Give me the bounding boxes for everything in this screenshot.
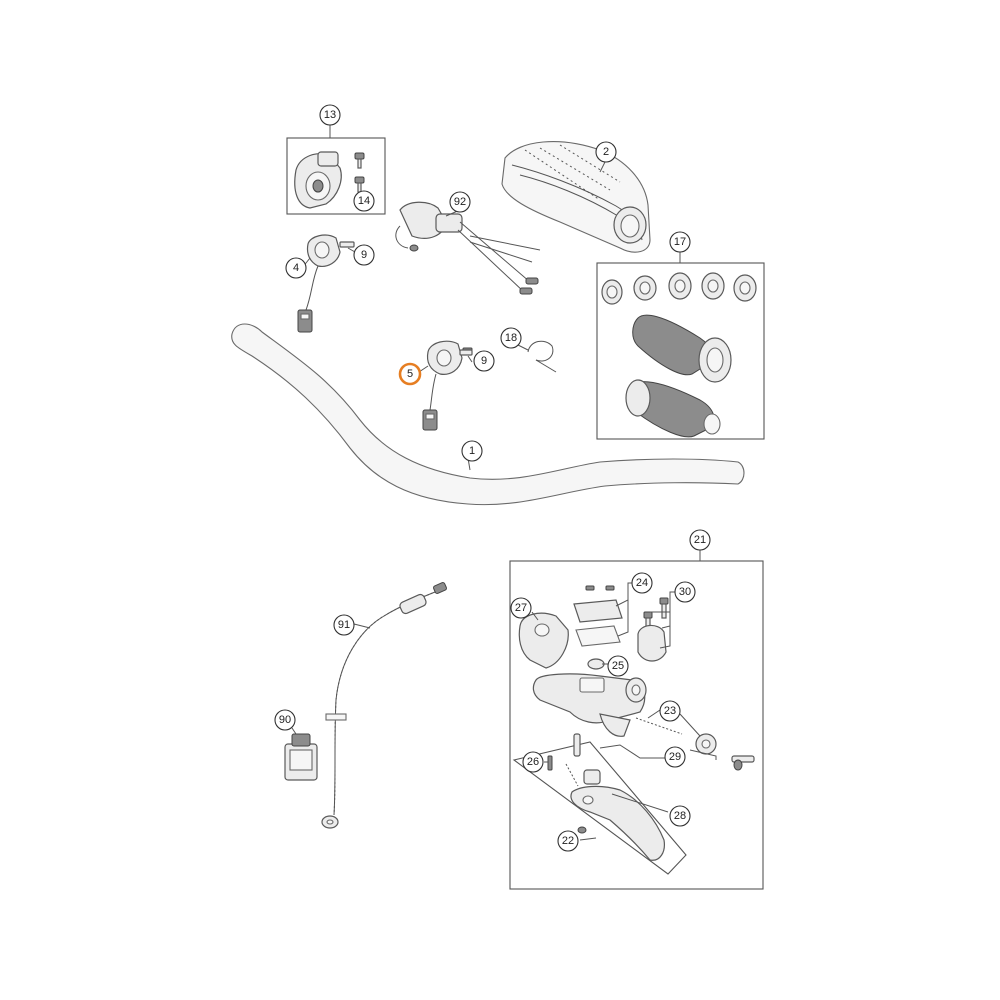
group-box-21	[509, 560, 764, 890]
master-cylinder-group	[518, 585, 755, 861]
svg-text:13: 13	[324, 109, 336, 121]
callout-22[interactable]: 22	[557, 830, 579, 852]
bar-pad	[501, 141, 651, 253]
svg-text:1: 1	[469, 445, 475, 457]
svg-text:9: 9	[361, 249, 367, 261]
callout-27[interactable]: 27	[510, 597, 532, 619]
callout-14[interactable]: 14	[353, 190, 375, 212]
svg-text:92: 92	[454, 196, 466, 208]
callout-91[interactable]: 91	[333, 614, 355, 636]
svg-text:90: 90	[279, 714, 291, 726]
group-box-13	[286, 137, 386, 215]
svg-text:28: 28	[674, 810, 686, 822]
cable-tie	[527, 340, 557, 373]
throttle-cables	[395, 201, 541, 295]
svg-text:23: 23	[664, 705, 676, 717]
callout-92[interactable]: 92	[449, 191, 471, 213]
svg-text:24: 24	[636, 577, 648, 589]
callout-1[interactable]: 1	[461, 440, 483, 462]
left-switch	[297, 234, 353, 333]
svg-text:4: 4	[293, 262, 299, 274]
callout-18[interactable]: 18	[500, 327, 522, 349]
callout-5[interactable]: 5	[398, 362, 422, 386]
callout-24[interactable]: 24	[631, 572, 653, 594]
callout-26[interactable]: 26	[522, 751, 544, 773]
svg-text:25: 25	[612, 660, 624, 672]
callout-9a[interactable]: 9	[353, 244, 375, 266]
callout-29[interactable]: 29	[664, 746, 686, 768]
callout-23[interactable]: 23	[659, 700, 681, 722]
svg-text:29: 29	[669, 751, 681, 763]
callout-4[interactable]: 4	[285, 257, 307, 279]
callout-30[interactable]: 30	[674, 581, 696, 603]
svg-text:26: 26	[527, 756, 539, 768]
screw-9b	[459, 349, 473, 356]
brake-line	[321, 582, 447, 829]
svg-text:30: 30	[679, 586, 691, 598]
svg-text:91: 91	[338, 619, 350, 631]
svg-text:22: 22	[562, 835, 574, 847]
svg-text:2: 2	[603, 146, 609, 158]
svg-text:17: 17	[674, 236, 686, 248]
fluid-bottle	[284, 733, 318, 781]
handlebar	[231, 323, 745, 506]
svg-text:18: 18	[505, 332, 517, 344]
svg-text:9: 9	[481, 355, 487, 367]
callout-28[interactable]: 28	[669, 805, 691, 827]
callout-13[interactable]: 13	[319, 104, 341, 126]
svg-text:27: 27	[515, 602, 527, 614]
group-box-lever	[512, 741, 687, 875]
svg-text:14: 14	[358, 195, 370, 207]
svg-text:5: 5	[407, 368, 413, 380]
callout-2[interactable]: 2	[595, 141, 617, 163]
screw-9a	[339, 241, 355, 248]
callout-90[interactable]: 90	[274, 709, 296, 731]
right-switch	[422, 340, 473, 431]
callout-21[interactable]: 21	[689, 529, 711, 551]
callout-9b[interactable]: 9	[473, 350, 495, 372]
callout-17[interactable]: 17	[669, 231, 691, 253]
throttle-housing	[294, 151, 365, 209]
grip-set	[601, 272, 757, 438]
svg-text:21: 21	[694, 534, 706, 546]
callout-25[interactable]: 25	[607, 655, 629, 677]
